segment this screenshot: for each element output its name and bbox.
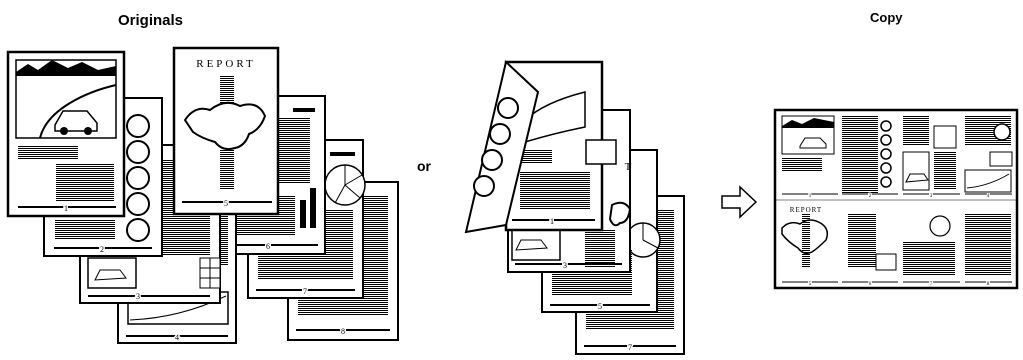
- original-page-6-number: 6: [266, 242, 270, 251]
- or-report-fragment: T: [625, 161, 632, 173]
- original-page-4-number: 4: [175, 333, 179, 342]
- copy-sheet: REPORT 1 2 3 4 5 6 7 8: [775, 110, 1017, 288]
- copy-report-title: REPORT: [790, 206, 822, 214]
- original-page-2-number: 2: [100, 245, 104, 254]
- original-report-title: REPORT: [196, 58, 256, 70]
- original-page-1-number: 1: [64, 204, 68, 213]
- original-page-5-number: 5: [224, 199, 228, 208]
- or-stack: 7 5 T 3: [466, 62, 684, 354]
- original-page-7-number: 7: [303, 287, 307, 296]
- or-page-5-number: 5: [598, 302, 602, 311]
- original-page-2-wheels: [127, 115, 149, 241]
- or-page-7-number: 7: [628, 343, 632, 352]
- original-page-8-number: 8: [341, 327, 345, 336]
- original-page-5: REPORT 5: [174, 48, 278, 214]
- original-page-1: 1: [8, 52, 124, 216]
- or-page-1: 1: [466, 62, 616, 232]
- hollow-right-arrow-icon: [722, 187, 756, 217]
- originals-stack: 8 7 6: [8, 48, 398, 343]
- original-page-3-number: 3: [136, 292, 140, 301]
- or-page-1-number: 1: [550, 217, 554, 226]
- or-page-3-number: 3: [563, 261, 567, 270]
